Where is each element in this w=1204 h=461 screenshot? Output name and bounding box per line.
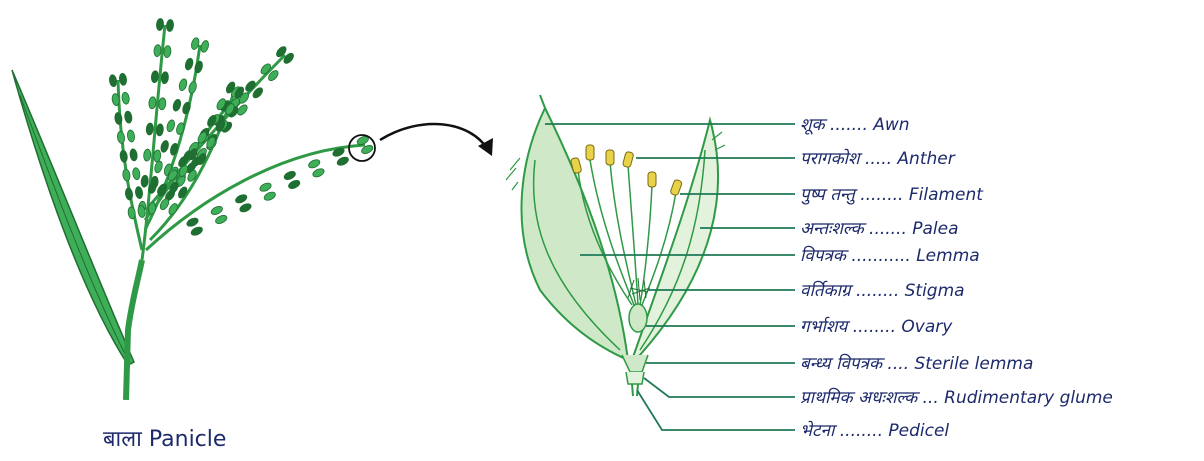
panicle-grain: [153, 44, 161, 57]
panicle-caption: बाला Panicle: [103, 427, 226, 452]
panicle-grain: [163, 45, 171, 58]
panicle-grain: [186, 216, 200, 227]
panicle-grain: [122, 169, 131, 182]
label-stigma: वर्तिकाग्र ........ Stigma: [800, 280, 965, 301]
panicle-grain: [148, 96, 156, 109]
panicle-grain: [121, 92, 130, 105]
panicle-grain: [143, 149, 151, 162]
lemma-shape: [521, 108, 628, 360]
panicle-grain: [190, 225, 204, 236]
anthers: [570, 145, 682, 196]
label-anther: परागकोश ..... Anther: [800, 148, 956, 169]
panicle-grain: [151, 70, 159, 83]
label-pedicel: भेटना ........ Pedicel: [800, 420, 949, 441]
panicle-branches: [118, 25, 365, 260]
panicle-illustration: बाला Panicle: [12, 18, 375, 452]
panicle-grain: [178, 78, 188, 91]
panicle-grain: [135, 186, 144, 199]
panicle-grain: [156, 18, 164, 31]
panicle-grain: [117, 131, 126, 144]
panicle-grain: [156, 124, 164, 137]
panicle-grain: [160, 140, 170, 153]
panicle-grain: [283, 170, 297, 181]
panicle-grain: [287, 179, 301, 190]
part-labels: शूक ....... Awn परागकोश ..... Anther पुष्प…: [800, 115, 1113, 441]
panicle-grain: [263, 190, 277, 201]
panicle-grain: [129, 148, 138, 161]
panicle-grain: [184, 57, 194, 70]
label-awn: शूक ....... Awn: [800, 115, 910, 135]
panicle-grain: [177, 186, 189, 200]
panicle-grain: [172, 98, 182, 111]
label-lemma: विपत्रक ........... Lemma: [800, 245, 980, 266]
label-palea: अन्तःशल्क ....... Palea: [800, 219, 959, 239]
panicle-grain: [166, 19, 174, 32]
panicle-grain: [307, 158, 321, 169]
panicle-grain: [210, 205, 224, 216]
leader-line-rudimentary-glume: [644, 378, 795, 397]
callout-arrow: [380, 124, 493, 156]
label-rudimentary-glume: प्राथमिक अधःशल्क ... Rudimentary glume: [800, 387, 1113, 408]
sterile-lemma-shape: [622, 355, 648, 372]
label-ovary: गर्भाशय ........ Ovary: [800, 316, 953, 337]
panicle-grain: [153, 160, 163, 173]
label-filament: पुष्प तन्तु ........ Filament: [800, 185, 984, 205]
panicle-grain: [259, 181, 273, 192]
panicle-grain: [141, 175, 149, 188]
panicle-grain: [167, 202, 179, 216]
ovary-shape: [629, 304, 647, 332]
awn-shape: [540, 95, 545, 108]
leader-line-pedicel: [637, 390, 795, 430]
label-sterile-lemma: बन्ध्य विपत्रक .... Sterile lemma: [800, 353, 1033, 374]
panicle-grain: [109, 74, 118, 87]
panicle-grain: [200, 40, 210, 53]
panicle-grain: [239, 202, 253, 213]
panicle-grain: [119, 73, 128, 86]
panicle-grain: [132, 167, 141, 180]
panicle-grain: [127, 206, 136, 219]
panicle-grain: [336, 155, 350, 166]
panicle-grain: [188, 81, 198, 94]
spikelet-illustration: [506, 95, 725, 396]
panicle-grain: [158, 97, 166, 110]
panicle-grain: [127, 130, 136, 143]
panicle-grain: [146, 123, 154, 136]
culm: [126, 260, 142, 400]
panicle-grain: [234, 193, 248, 204]
panicle-grain: [214, 214, 228, 225]
panicle-grain: [119, 150, 128, 163]
panicle-grain: [166, 119, 176, 132]
panicle-grain: [114, 112, 123, 125]
panicle-grain: [125, 188, 134, 201]
panicle-grain: [124, 111, 133, 124]
panicle-grain: [312, 167, 326, 178]
panicle-grain: [161, 71, 169, 84]
rudimentary-glume-shape: [626, 372, 644, 384]
